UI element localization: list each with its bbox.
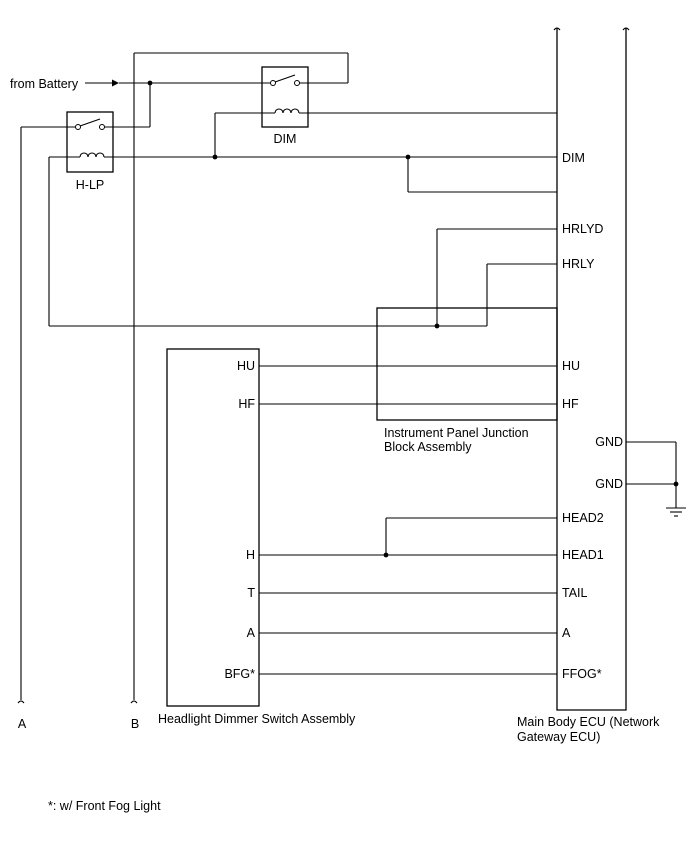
connector-a-break: [17, 700, 25, 704]
hlp-relay-contact: [75, 118, 105, 130]
switch-pin-t: T: [247, 586, 255, 600]
ecu-pin-ffog: FFOG*: [562, 667, 602, 681]
connector-b-label: B: [131, 717, 139, 731]
from-battery-label: from Battery: [10, 77, 79, 91]
junction-block-box: [376, 307, 558, 421]
switch-pin-a: A: [247, 626, 256, 640]
ecu-pin-hu: HU: [562, 359, 580, 373]
switch-pin-bfg: BFG*: [224, 667, 255, 681]
ecu-pin-head2: HEAD2: [562, 511, 604, 525]
junction-dot: [434, 323, 440, 329]
ecu-pin-tail: TAIL: [562, 586, 588, 600]
hlp-relay-box: [66, 111, 114, 173]
junction-dot: [212, 154, 218, 160]
ecu-label-line1: Main Body ECU (Network: [517, 715, 660, 729]
ecu-pin-gnd-2: GND: [595, 477, 623, 491]
dim-relay-coil: [274, 108, 300, 114]
switch-pin-h: H: [246, 548, 255, 562]
switch-pin-hf: HF: [238, 397, 255, 411]
hrly-wires: [436, 228, 557, 326]
dim-relay-box: [261, 66, 309, 128]
ecu-pin-gnd-1: GND: [595, 435, 623, 449]
hlp-relay-label: H-LP: [76, 178, 104, 192]
ecu-pin-dim: DIM: [562, 151, 585, 165]
battery-feed-wire: [85, 52, 349, 700]
dimmer-switch-label: Headlight Dimmer Switch Assembly: [158, 712, 356, 726]
ecu-label-line2: Gateway ECU): [517, 730, 600, 744]
hlp-relay-coil: [79, 152, 105, 158]
ecu-pin-hf: HF: [562, 397, 579, 411]
head-wires: [259, 517, 557, 556]
ecu-pin-a: A: [562, 626, 571, 640]
ecu-top-break-left: [553, 27, 561, 31]
connector-b-break: [130, 700, 138, 704]
footnote: *: w/ Front Fog Light: [48, 799, 161, 813]
dim-relay-contact: [270, 74, 300, 86]
connector-a-wire: [20, 126, 76, 700]
dimmer-switch-box: [166, 348, 260, 707]
dim-relay-label: DIM: [274, 132, 297, 146]
junction-block-label-line1: Instrument Panel Junction: [384, 426, 529, 440]
junction-dot: [147, 80, 153, 86]
junction-dot: [405, 154, 411, 160]
ecu-pin-hrlyd: HRLYD: [562, 222, 603, 236]
junction-dot: [383, 552, 389, 558]
coil-dim-network: [48, 112, 557, 327]
connector-a-label: A: [18, 717, 27, 731]
junction-dot: [673, 481, 679, 487]
ground-symbol: [666, 507, 686, 517]
junction-block-label-line2: Block Assembly: [384, 440, 472, 454]
ecu-top-break-right: [622, 27, 630, 31]
ecu-pin-head1: HEAD1: [562, 548, 604, 562]
ecu-pin-hrly: HRLY: [562, 257, 595, 271]
switch-pin-hu: HU: [237, 359, 255, 373]
gnd-wires: [626, 441, 677, 508]
